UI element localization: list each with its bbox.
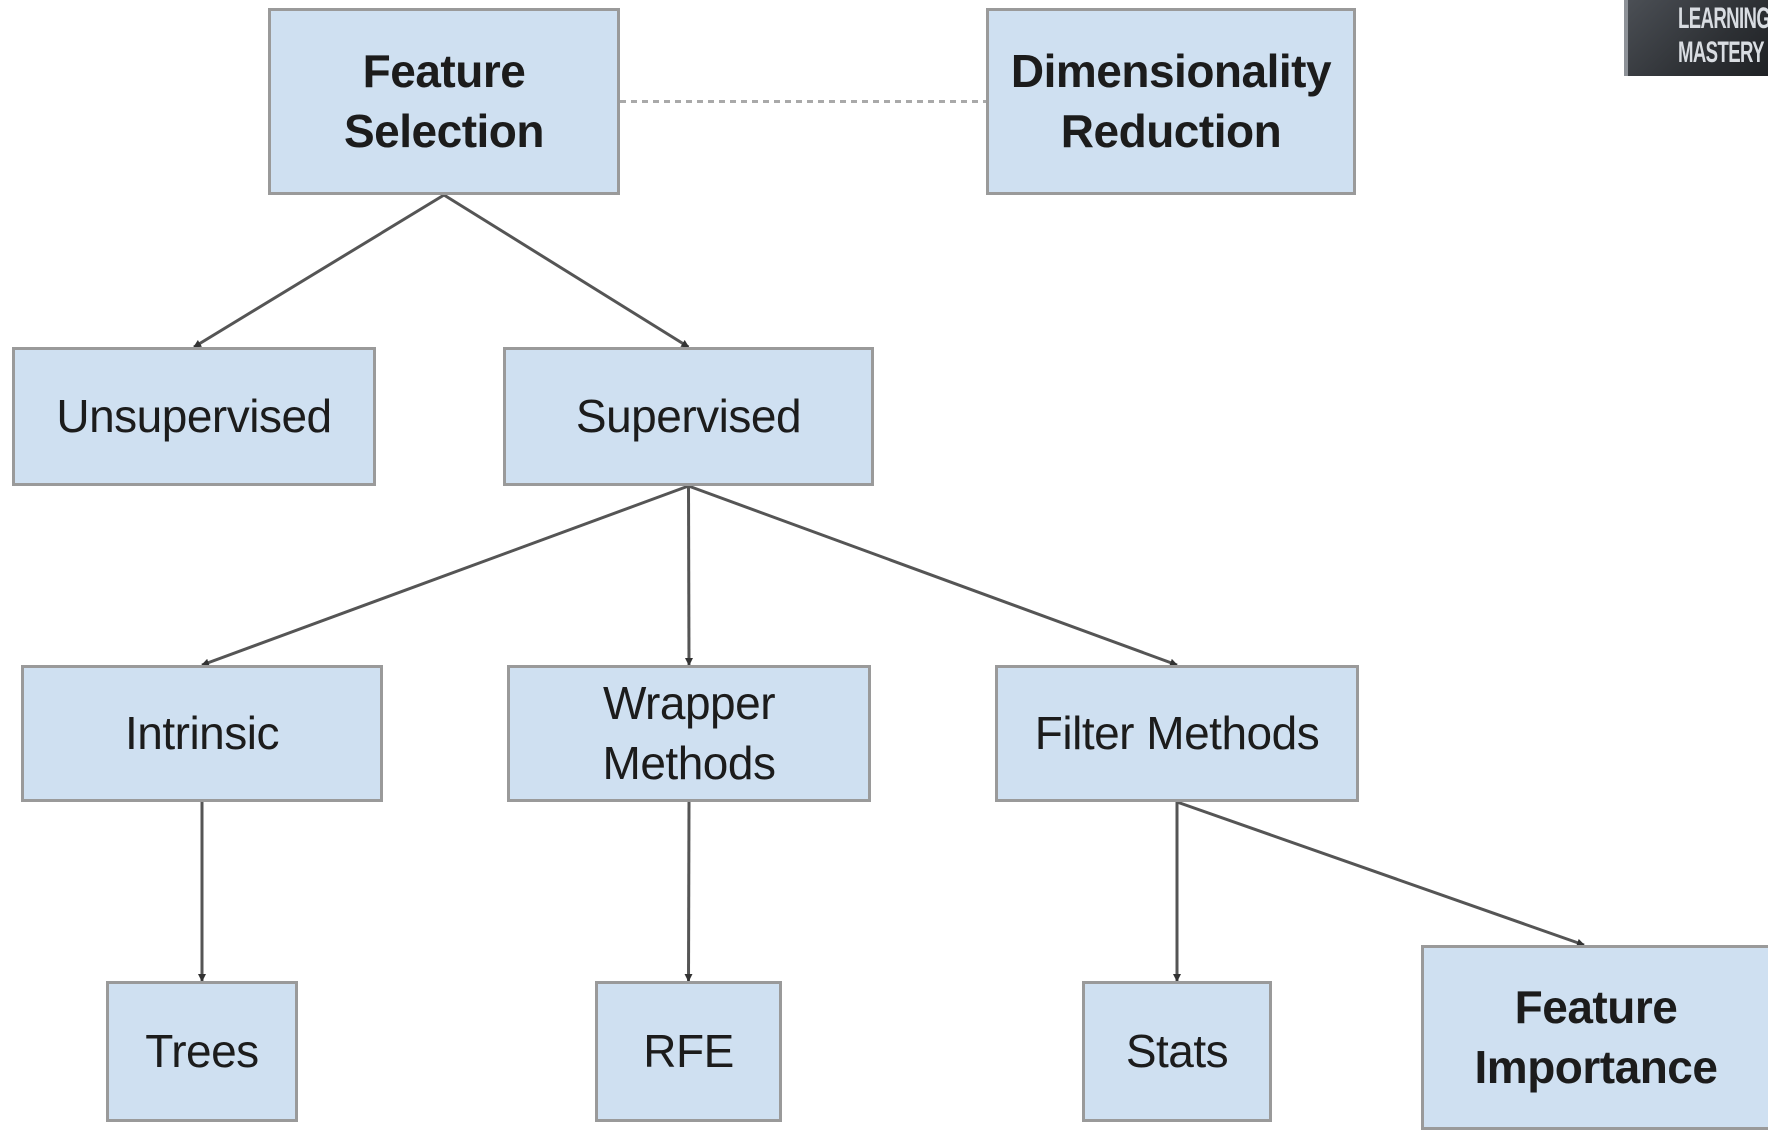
node-label: Stats [1125, 1024, 1229, 1077]
logo-line: LEARNING [1678, 2, 1768, 35]
logo-text: LEARNING MASTERY [1678, 2, 1768, 70]
node-dimensionality-reduction: Dimensionality Reduction [986, 8, 1356, 195]
node-label: Feature Selection [343, 44, 545, 157]
edge-supervised-to-wrapper [684, 485, 693, 666]
node-label: Trees [145, 1024, 259, 1077]
node-label: Supervised [575, 389, 802, 442]
node-label: Unsupervised [56, 389, 332, 442]
node-stats: Stats [1082, 981, 1272, 1122]
edge-filter-to-feature-importance [1176, 800, 1585, 947]
logo-line: MASTERY [1678, 36, 1765, 69]
node-feature-selection: Feature Selection [268, 8, 620, 195]
node-trees: Trees [106, 981, 298, 1122]
edge-wrapper-to-rfe [684, 801, 693, 982]
node-label: Filter Methods [1034, 706, 1320, 759]
edge-supervised-to-intrinsic [201, 484, 690, 667]
node-label: Dimensionality Reduction [1010, 44, 1332, 157]
node-label: Wrapper Methods [602, 676, 776, 789]
node-feature-importance: Feature Importance [1421, 945, 1768, 1130]
logo: LEARNING MASTERY [1624, 0, 1768, 76]
node-label: Intrinsic [125, 706, 279, 759]
node-label: Feature Importance [1474, 980, 1718, 1093]
node-supervised: Supervised [503, 347, 874, 486]
node-intrinsic: Intrinsic [21, 665, 383, 802]
node-filter-methods: Filter Methods [995, 665, 1359, 802]
edge-feature-selection-to-unsupervised [193, 193, 445, 349]
edge-supervised-to-filter [687, 484, 1178, 667]
edge-feature-selection-to-supervised [443, 193, 690, 349]
node-label: RFE [643, 1024, 734, 1077]
node-rfe: RFE [595, 981, 782, 1122]
node-unsupervised: Unsupervised [12, 347, 376, 486]
node-wrapper-methods: Wrapper Methods [507, 665, 871, 802]
